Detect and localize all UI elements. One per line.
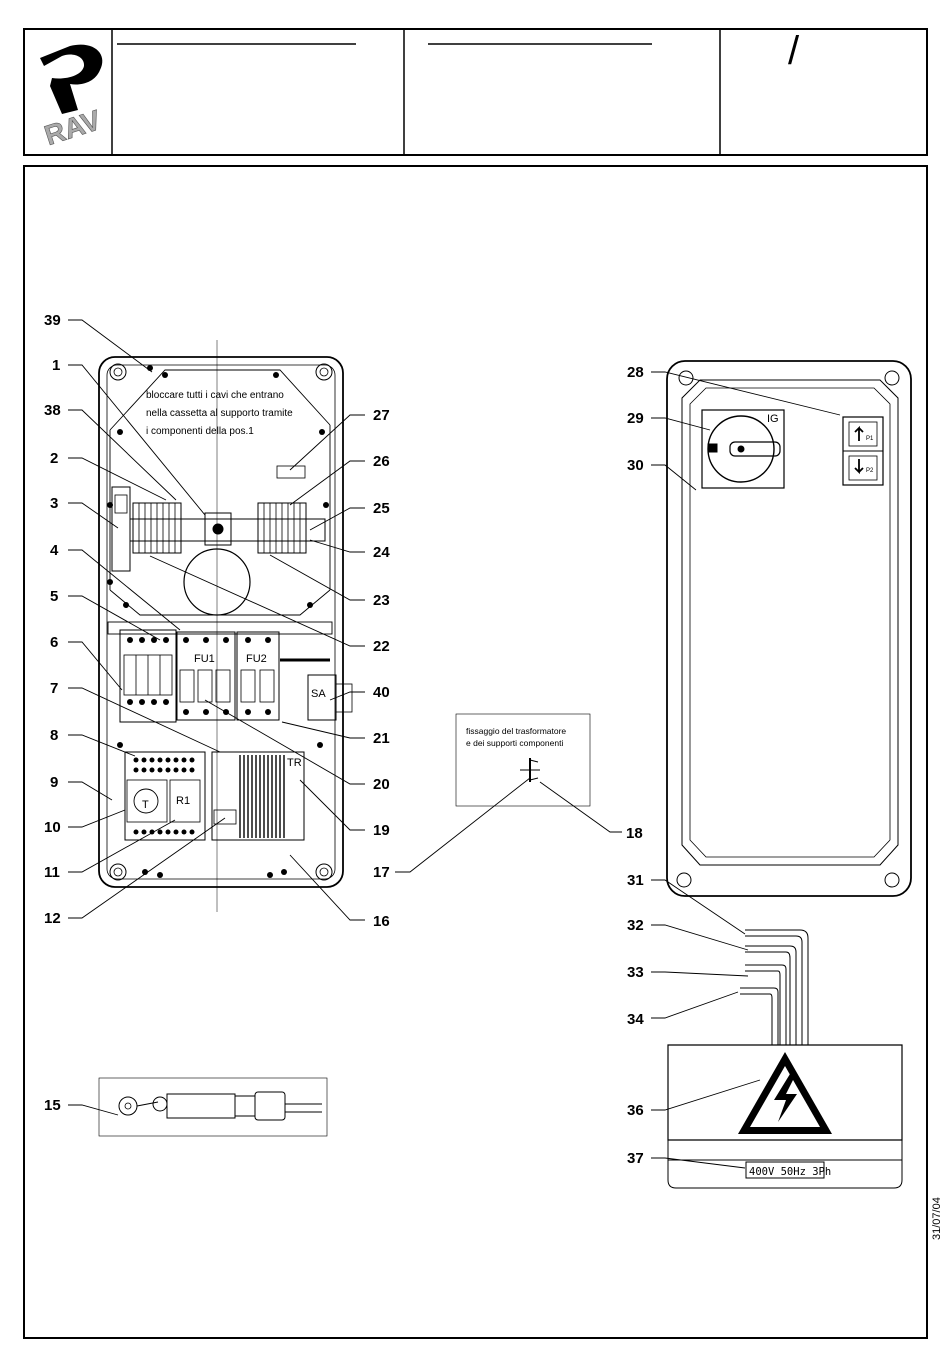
callout-16: 16	[373, 913, 390, 930]
callout-6: 6	[50, 634, 58, 651]
inset-text-line-1: fissaggio del trasformatore	[466, 726, 566, 736]
callout-31: 31	[627, 872, 644, 889]
callout-39: 39	[44, 312, 61, 329]
callout-29: 29	[627, 410, 644, 427]
callout-27: 27	[373, 407, 390, 424]
title-block	[23, 28, 928, 156]
label-p2: P2	[866, 468, 874, 474]
transformer-hatch	[239, 755, 285, 838]
callout-30: 30	[627, 457, 644, 474]
title-slash: /	[788, 29, 800, 73]
leader-lines	[68, 319, 841, 1169]
panel-note: bloccare tutti i cavi che entrano nella …	[146, 390, 293, 437]
callout-17: 17	[373, 864, 390, 881]
callout-21: 21	[373, 730, 390, 747]
callout-33: 33	[627, 964, 644, 981]
label-fu2: FU2	[246, 653, 267, 665]
logo-text: RAV	[41, 104, 105, 151]
callout-38: 38	[44, 402, 61, 419]
callout-28: 28	[627, 364, 644, 381]
callout-37: 37	[627, 1150, 644, 1167]
callout-22: 22	[373, 638, 390, 655]
inset-text: fissaggio del trasformatore e dei suppor…	[466, 726, 566, 748]
callout-20: 20	[373, 776, 390, 793]
switch-box-detail	[707, 425, 864, 475]
drawing-date: 31/07/04	[931, 1197, 943, 1240]
callout-19: 19	[373, 822, 390, 839]
voltage-label: 400V 50Hz 3Ph	[749, 1166, 831, 1178]
callout-24: 24	[373, 544, 390, 561]
label-p1: P1	[866, 436, 874, 442]
callout-1: 1	[52, 357, 60, 374]
limit-switch-drawing	[98, 1077, 328, 1137]
callout-3: 3	[50, 495, 58, 512]
panel-note-line-2: nella cassetta al supporto tramite	[146, 408, 293, 419]
panel-note-line-1: bloccare tutti i cavi che entrano	[146, 390, 284, 401]
callout-11: 11	[44, 864, 60, 881]
callout-23: 23	[373, 592, 390, 609]
inset-text-line-2: e dei supporti componenti	[466, 738, 563, 748]
rav-logo: RAV	[40, 44, 105, 152]
label-fu1: FU1	[194, 653, 215, 665]
label-ig: IG	[767, 413, 779, 425]
terminal-dots	[107, 365, 329, 878]
callout-9: 9	[50, 774, 58, 791]
callout-32: 32	[627, 917, 644, 934]
callout-8: 8	[50, 727, 58, 744]
callout-15: 15	[44, 1097, 61, 1114]
panel-note-line-3: i componenti della pos.1	[146, 426, 254, 437]
warning-box	[667, 1044, 903, 1189]
drawing-frame	[23, 165, 928, 1339]
label-sa: SA	[311, 688, 326, 700]
callout-34: 34	[627, 1011, 644, 1028]
label-t: T	[142, 799, 149, 811]
callout-36: 36	[627, 1102, 644, 1119]
callout-2: 2	[50, 450, 58, 467]
callout-12: 12	[44, 910, 61, 927]
callout-4: 4	[50, 542, 59, 559]
callout-10: 10	[44, 819, 61, 836]
enclosure-panel	[98, 340, 353, 912]
switch-box	[666, 360, 912, 897]
callout-7: 7	[50, 680, 58, 697]
label-tr: TR	[287, 757, 302, 769]
warning-triangle-icon	[738, 1052, 832, 1134]
callout-5: 5	[50, 588, 58, 605]
cables	[740, 929, 809, 1045]
callout-26: 26	[373, 453, 390, 470]
callout-numbers: 39 1 38 2 3 4 5 6 7 8 9 10 11 12 15 27 2…	[44, 312, 644, 1167]
callout-25: 25	[373, 500, 390, 517]
callout-18: 18	[626, 825, 643, 842]
callout-40: 40	[373, 684, 390, 701]
label-r1: R1	[176, 795, 190, 807]
